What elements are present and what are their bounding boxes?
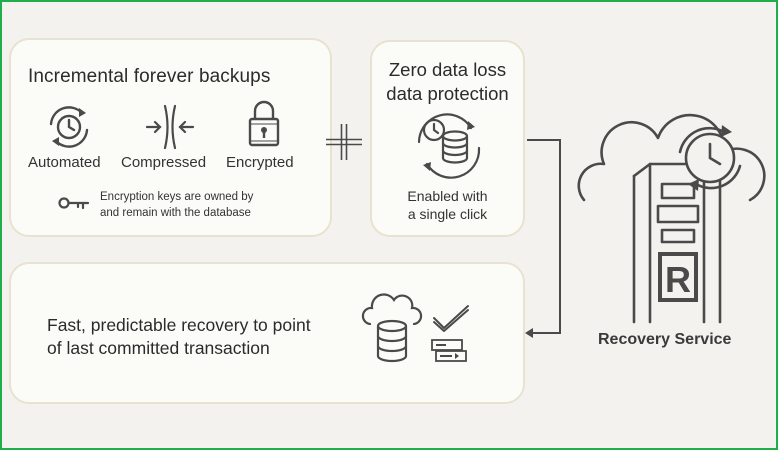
key-icon <box>58 197 90 210</box>
encryption-note-line2: and remain with the database <box>100 207 251 219</box>
plus-icon <box>326 124 362 160</box>
cloud-database-icon <box>361 293 423 363</box>
automated-label: Automated <box>28 154 101 171</box>
zero-title-line1: Zero data loss <box>388 59 507 80</box>
zero-data-loss-title: Zero data loss data protection <box>370 58 525 106</box>
encrypted-label: Encrypted <box>226 154 294 171</box>
zero-data-loss-subtitle: Enabled with a single click <box>370 187 525 223</box>
recovery-service-label: Recovery Service <box>598 331 732 348</box>
automated-icon <box>49 106 89 148</box>
fast-recovery-line2: of last committed transaction <box>47 338 270 358</box>
arrowhead-icon <box>525 328 533 338</box>
recovery-service-r-letter: R <box>665 259 691 300</box>
compressed-icon <box>145 104 195 150</box>
padlock-icon <box>248 100 280 147</box>
fast-recovery-card <box>9 262 525 404</box>
zero-title-line2: data protection <box>386 83 509 104</box>
compressed-label: Compressed <box>121 154 207 171</box>
zero-sub-line1: Enabled with <box>407 188 488 204</box>
checkmark-icon <box>433 305 469 332</box>
fast-recovery-line1: Fast, predictable recovery to point <box>47 315 311 335</box>
fast-recovery-text: Fast, predictable recovery to point of l… <box>47 314 311 360</box>
encryption-note-line1: Encryption keys are owned by <box>100 191 254 203</box>
recovery-service-icon: R <box>577 113 766 324</box>
restore-files-icon <box>431 339 467 362</box>
clock-database-sync-icon <box>417 113 481 179</box>
zero-sub-line2: a single click <box>407 206 488 222</box>
backups-title: Incremental forever backups <box>28 66 271 87</box>
encryption-note: Encryption keys are owned by and remain … <box>100 189 253 221</box>
